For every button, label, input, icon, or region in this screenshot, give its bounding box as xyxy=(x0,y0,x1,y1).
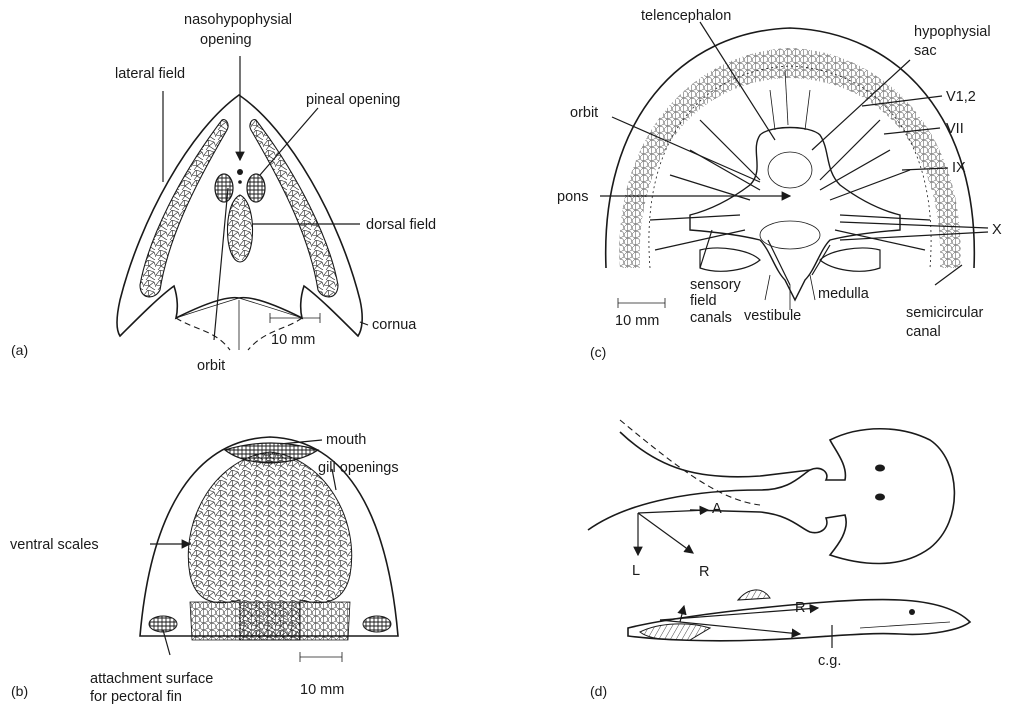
orbit-left xyxy=(215,174,233,202)
brain xyxy=(690,128,900,301)
panel-letter-d: (d) xyxy=(590,683,607,699)
label-orbit-a: orbit xyxy=(197,358,225,374)
scale-b: 10 mm xyxy=(300,682,344,698)
nasohypophysial-opening xyxy=(237,169,243,175)
panel-letter-c: (c) xyxy=(590,344,606,360)
eye-top xyxy=(875,465,885,472)
label-canals: canals xyxy=(690,310,732,326)
label-opening-a: opening xyxy=(200,32,252,48)
label-gill-openings: gill openings xyxy=(318,460,399,476)
label-mouth: mouth xyxy=(326,432,366,448)
label-pineal-opening: pineal opening xyxy=(306,92,400,108)
label-sensory: sensory xyxy=(690,277,742,293)
label-x: X xyxy=(992,222,1002,238)
label-telencephalon: telencephalon xyxy=(641,8,731,24)
panel-d-side-view xyxy=(628,590,970,648)
pectoral-attachment-left xyxy=(149,616,177,632)
panel-letter-a: (a) xyxy=(11,342,28,358)
label-field: field xyxy=(690,293,717,309)
panel-letter-b: (b) xyxy=(11,683,28,699)
vestibule-right xyxy=(820,248,880,271)
label-cornua: cornua xyxy=(372,317,417,333)
orbit-right xyxy=(247,174,265,202)
label-semicircular: semicircular xyxy=(906,305,984,321)
label-vii: VII xyxy=(946,121,964,137)
label-L: L xyxy=(632,563,640,579)
panel-d-top-view xyxy=(588,420,954,564)
label-R-top: R xyxy=(699,564,709,580)
label-orbit-c: orbit xyxy=(570,105,598,121)
label-nasohypophysial: nasohypophysial xyxy=(184,12,292,28)
label-lateral-field: lateral field xyxy=(115,66,185,82)
label-hypophysial: hypophysial xyxy=(914,24,991,40)
label-attachment-1: attachment surface xyxy=(90,671,213,687)
side-eye xyxy=(909,609,915,615)
label-sac: sac xyxy=(914,43,937,59)
scale-c: 10 mm xyxy=(615,313,659,329)
label-pons: pons xyxy=(557,189,588,205)
scale-a: 10 mm xyxy=(271,332,315,348)
label-ventral-scales: ventral scales xyxy=(10,537,99,553)
label-canal: canal xyxy=(906,324,941,340)
label-A: A xyxy=(712,501,722,517)
dorsal-field xyxy=(228,195,253,262)
pineal-opening xyxy=(238,180,242,184)
panel-d-force-vectors xyxy=(638,510,708,555)
label-cg: c.g. xyxy=(818,653,841,669)
vestibule-left xyxy=(700,248,760,271)
label-vestibule: vestibule xyxy=(744,308,801,324)
label-medulla: medulla xyxy=(818,286,870,302)
lateral-field-right xyxy=(250,120,338,297)
pectoral-attachment-right xyxy=(363,616,391,632)
label-v12: V1,2 xyxy=(946,89,976,105)
label-ix: IX xyxy=(952,160,966,176)
top-view-body xyxy=(588,429,954,564)
label-R-bottom: R xyxy=(795,600,805,616)
label-attachment-2: for pectoral fin xyxy=(90,689,182,705)
label-dorsal-field: dorsal field xyxy=(366,217,436,233)
eye-bottom xyxy=(875,494,885,501)
